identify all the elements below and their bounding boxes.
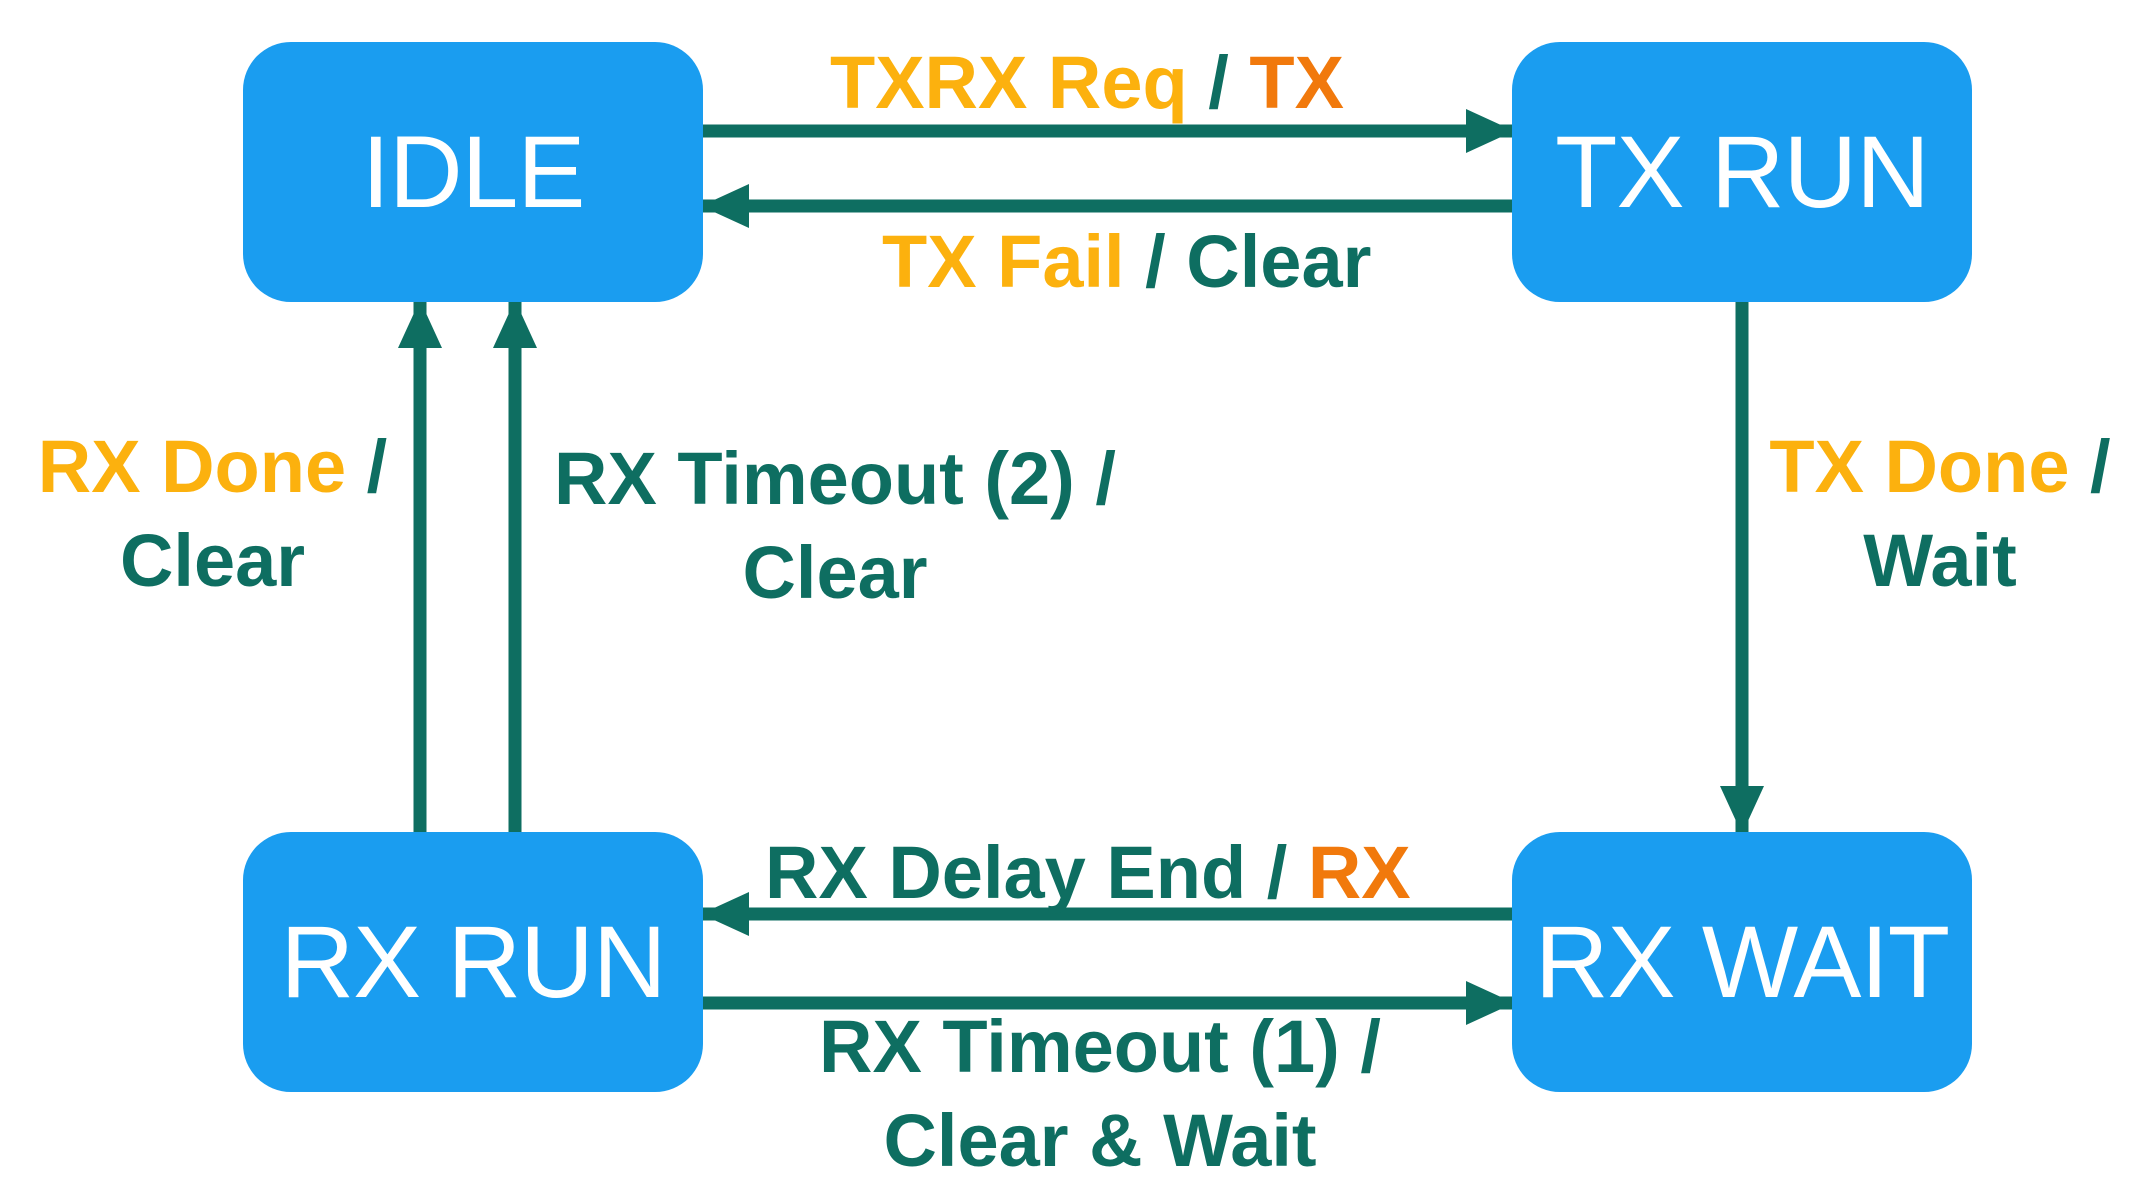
event-text: RX Done: [37, 425, 347, 508]
event-text: TX Done: [1769, 425, 2070, 508]
state-tx-run-label: TX RUN: [1555, 114, 1930, 229]
event-text: TX Fail: [882, 220, 1125, 303]
separator: /: [1339, 1005, 1381, 1088]
separator: /: [1187, 41, 1250, 124]
state-rx-wait-label: RX WAIT: [1534, 904, 1950, 1019]
action-text: Clear: [742, 531, 928, 614]
separator: /: [1124, 220, 1187, 303]
state-rx-run-label: RX RUN: [280, 904, 666, 1019]
label-rxwait-to-rxrun: RX Delay End / RX: [765, 826, 1411, 920]
state-rx-wait: RX WAIT: [1512, 832, 1972, 1092]
label-rxrun-to-idle-done: RX Done / Clear: [15, 420, 410, 608]
label-idle-to-txrun: TXRX Req / TX: [830, 36, 1344, 130]
state-tx-run: TX RUN: [1512, 42, 1972, 302]
action-text: TX: [1249, 41, 1344, 124]
event-text: RX Timeout (2): [554, 437, 1075, 520]
separator: /: [346, 425, 388, 508]
state-idle: IDLE: [243, 42, 703, 302]
event-text: TXRX Req: [830, 41, 1188, 124]
label-rxrun-to-rxwait: RX Timeout (1) / Clear & Wait: [760, 1000, 1440, 1188]
separator: /: [2069, 425, 2111, 508]
separator: /: [1074, 437, 1116, 520]
event-text: RX Timeout (1): [819, 1005, 1340, 1088]
action-text: Clear & Wait: [883, 1099, 1317, 1182]
state-rx-run: RX RUN: [243, 832, 703, 1092]
separator: /: [1246, 831, 1308, 914]
label-txrun-to-rxwait: TX Done / Wait: [1750, 420, 2130, 608]
action-text: Wait: [1863, 519, 2017, 602]
label-txrun-to-idle: TX Fail / Clear: [882, 215, 1371, 309]
label-rxrun-to-idle-timeout: RX Timeout (2) / Clear: [525, 432, 1145, 620]
action-text: RX: [1307, 831, 1411, 914]
action-text: Clear: [119, 519, 306, 602]
event-text: RX Delay End: [765, 831, 1247, 914]
state-idle-label: IDLE: [361, 114, 586, 229]
action-text: Clear: [1186, 220, 1372, 303]
